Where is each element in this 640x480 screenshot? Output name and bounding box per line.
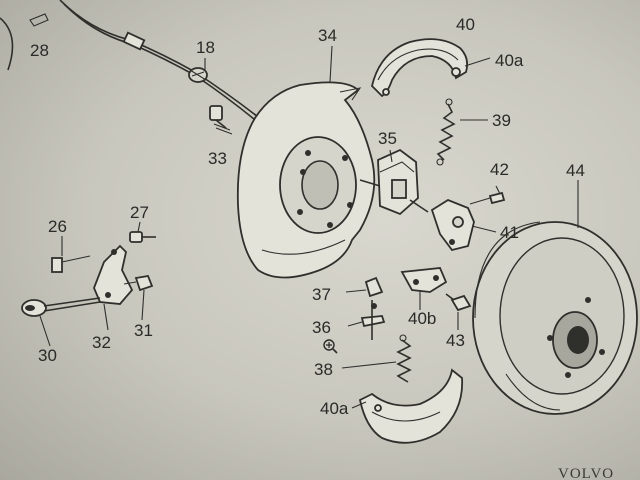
label-42: 42 bbox=[490, 160, 509, 179]
part-27-bolt bbox=[129, 231, 156, 243]
label-36: 36 bbox=[312, 318, 331, 337]
label-33: 33 bbox=[208, 149, 227, 168]
part-26-washer bbox=[51, 255, 91, 273]
label-30: 30 bbox=[38, 346, 57, 365]
label-18: 18 bbox=[196, 38, 215, 57]
label-28: 28 bbox=[30, 41, 49, 60]
part-33-bolt bbox=[209, 105, 233, 135]
part-31-nut bbox=[123, 274, 154, 292]
label-40a-top: 40a bbox=[495, 51, 524, 70]
part-35-adjuster-bracket bbox=[359, 148, 429, 216]
label-37: 37 bbox=[312, 285, 331, 304]
label-38: 38 bbox=[314, 360, 333, 379]
label-43: 43 bbox=[446, 331, 465, 350]
label-35: 35 bbox=[378, 129, 397, 148]
label-40a-bottom: 40a bbox=[320, 399, 349, 418]
part-40a-brake-shoe-bottom bbox=[358, 368, 463, 444]
part-40-brake-shoe-top bbox=[371, 38, 469, 98]
label-34: 34 bbox=[318, 26, 337, 45]
part-40b-bracket bbox=[400, 267, 448, 293]
label-41: 41 bbox=[500, 223, 519, 242]
label-32: 32 bbox=[92, 333, 111, 352]
part-42-pin bbox=[469, 191, 506, 205]
part-44-brake-disc bbox=[472, 221, 638, 415]
part-36-hold-down-pin bbox=[360, 300, 386, 340]
leader-lines bbox=[39, 45, 579, 409]
part-30-cable-end bbox=[21, 297, 101, 317]
label-26: 26 bbox=[48, 217, 67, 236]
label-27: 27 bbox=[130, 203, 149, 222]
label-31: 31 bbox=[134, 321, 153, 340]
zoom-cursor-icon bbox=[323, 339, 338, 354]
label-44: 44 bbox=[566, 161, 585, 180]
part-43-bolt bbox=[445, 293, 472, 312]
part-32-bracket bbox=[93, 244, 134, 305]
part-39-return-spring bbox=[436, 98, 456, 166]
part-28-clip bbox=[29, 13, 49, 27]
label-40: 40 bbox=[456, 15, 475, 34]
part-34-backing-plate bbox=[236, 81, 376, 279]
volvo-brand-text: VOLVO bbox=[558, 466, 614, 480]
part-38-spring bbox=[396, 334, 412, 383]
part-37-retainer-cap bbox=[364, 276, 384, 298]
label-40b: 40b bbox=[408, 309, 436, 328]
part-41-lever bbox=[430, 198, 475, 252]
label-39: 39 bbox=[492, 111, 511, 130]
parking-brake-cable bbox=[0, 0, 263, 125]
